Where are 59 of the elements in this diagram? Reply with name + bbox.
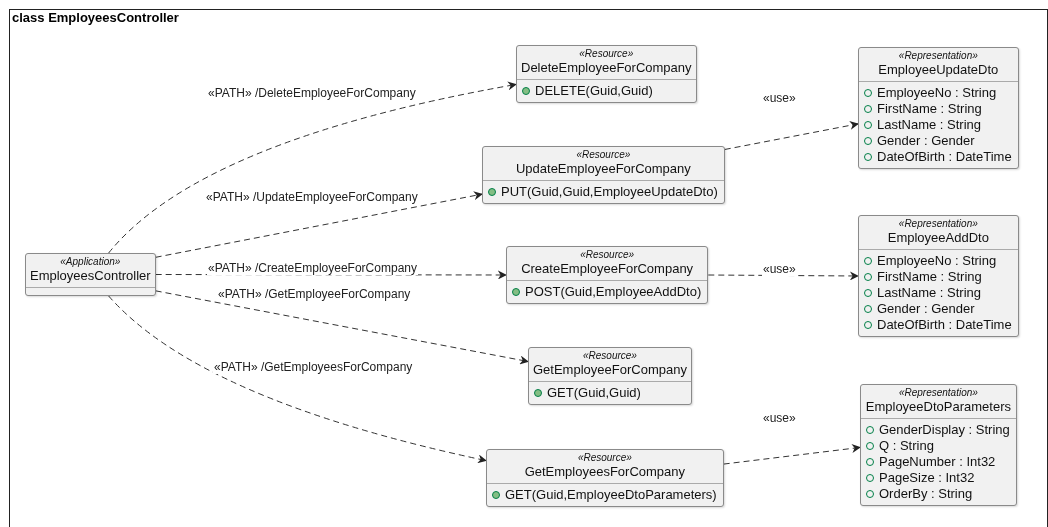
class-name: GetEmployeeForCompany [533,362,687,378]
class-name: EmployeeAddDto [887,230,989,246]
attribute-field: DateOfBirth : DateTime [877,149,1012,165]
frame-title: class EmployeesController [11,9,180,27]
stereotype-label: «Representation» [898,387,978,399]
attribute-field: GenderDisplay : String [879,422,1010,438]
dependency-arrow [108,295,487,464]
dependency-arrow [723,443,861,465]
edge-label: «PATH» /GetEmployeesForCompany [213,360,414,374]
class-name: EmployeesController [30,268,151,284]
attribute-field: LastName : String [877,117,982,133]
stereotype-label: «Representation» [898,218,978,230]
class-name: EmployeeDtoParameters [865,399,1011,415]
class-box [858,47,1019,169]
class-name: UpdateEmployeeForCompany [515,161,691,177]
attribute-field: LastName : String [877,285,982,301]
attribute-field: DateOfBirth : DateTime [877,317,1012,333]
class-box [482,146,725,204]
attribute-field: Q : String [879,438,934,454]
attribute-field: Gender : Gender [877,301,975,317]
class-box [25,253,156,296]
stereotype-label: «Resource» [576,149,631,161]
attribute-field: PageNumber : Int32 [879,454,996,470]
dependency-arrow [155,191,483,258]
class-name: CreateEmployeeForCompany [521,261,694,277]
stereotype-label: «Representation» [898,50,978,62]
method-signature: GET(Guid,EmployeeDtoParameters) [505,487,717,503]
class-box [516,45,697,103]
stereotype-label: «Resource» [580,249,635,261]
attribute-field: EmployeeNo : String [877,253,997,269]
class-name: GetEmployeesForCompany [524,464,686,480]
attribute-field: Gender : Gender [877,133,975,149]
method-signature: PUT(Guid,Guid,EmployeeUpdateDto) [501,184,718,200]
class-box [486,449,724,507]
class-name: EmployeeUpdateDto [878,62,999,78]
stereotype-label: «Resource» [577,452,632,464]
attribute-field: OrderBy : String [879,486,973,502]
dependency-arrow [724,120,859,150]
stereotype-label: «Resource» [579,48,634,60]
edge-label: «PATH» /UpdateEmployeeForCompany [205,190,419,204]
method-signature: GET(Guid,Guid) [547,385,641,401]
edge-label: «PATH» /DeleteEmployeeForCompany [207,86,417,100]
class-box [858,215,1019,337]
stereotype-label: «Application» [60,256,121,268]
attribute-field: EmployeeNo : String [877,85,997,101]
edge-label: «PATH» /CreateEmployeeForCompany [207,261,418,275]
attribute-field: FirstName : String [877,269,982,285]
attribute-field: PageSize : Int32 [879,470,975,486]
dependency-arrow [108,81,517,254]
attribute-field: FirstName : String [877,101,982,117]
class-box [860,384,1017,506]
edge-label: «PATH» /GetEmployeeForCompany [217,287,412,301]
class-box [506,246,709,304]
dependency-arrow [155,290,529,365]
class-box [528,347,692,405]
class-name: DeleteEmployeeForCompany [521,60,692,76]
method-signature: DELETE(Guid,Guid) [535,83,653,99]
stereotype-label: «Resource» [583,350,637,362]
method-signature: POST(Guid,EmployeeAddDto) [525,284,702,300]
